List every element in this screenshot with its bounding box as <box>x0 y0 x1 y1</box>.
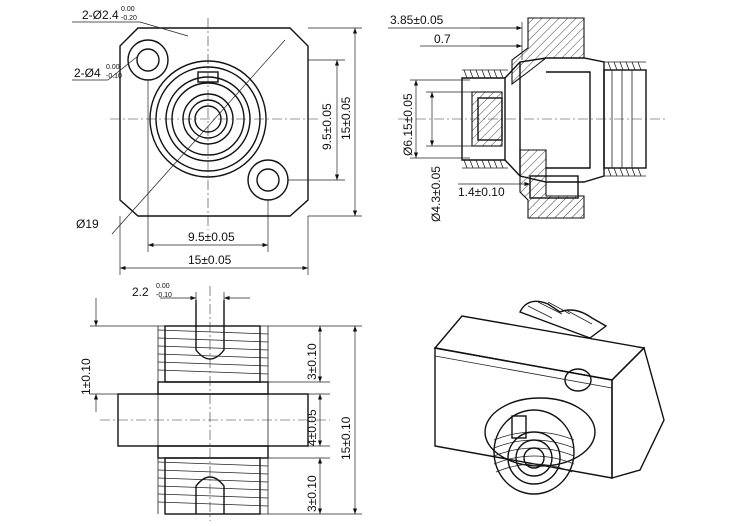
label-thread-top: 3±0.10 <box>305 343 319 380</box>
top-upper-thread-teeth <box>157 326 269 382</box>
iso-ferrule-inner <box>523 447 545 469</box>
boss-ring <box>155 66 261 172</box>
key-slot <box>197 71 219 83</box>
side-bottom-thread-teeth <box>462 159 508 169</box>
hole-bottom-right-outer <box>247 159 289 201</box>
ferrule-outer <box>182 93 234 145</box>
label-thread-bottom: 3±0.10 <box>305 475 319 512</box>
top-upper-neck <box>157 381 269 395</box>
top-lower-slot <box>195 476 225 514</box>
side-right-thread-teeth <box>604 61 646 177</box>
label-height-inner: 9.5±0.05 <box>320 103 334 150</box>
label-pin-length: 1.4±0.10 <box>458 185 505 199</box>
label-large-holes: 2-Ø4 <box>74 66 101 80</box>
front-flange-outline <box>119 27 309 217</box>
front-view <box>72 18 362 275</box>
iso-ferrule-outer <box>507 431 561 485</box>
iso-right-face <box>611 346 665 479</box>
label-offset-left: 1±0.10 <box>79 358 93 395</box>
label-flange: 4±0.05 <box>305 409 319 446</box>
label-large-holes-lower: -0.10 <box>106 73 122 80</box>
label-width-outer: 15±0.05 <box>188 253 232 267</box>
hole-top-left-inner <box>136 48 160 72</box>
ferrule-bore <box>194 105 222 133</box>
leader-small-hole-d <box>139 21 189 37</box>
top-view <box>90 286 362 521</box>
top-upper-sleeve <box>164 325 261 383</box>
label-bore-diameter: Ø6.15±0.05 <box>401 93 415 156</box>
side-section-view <box>388 17 665 219</box>
top-lower-thread-teeth <box>157 458 269 514</box>
label-small-holes: 2-Ø2.4 <box>82 8 119 22</box>
top-lower-neck <box>157 445 269 459</box>
label-slot-lower: -0.10 <box>156 292 172 299</box>
boss-outer <box>149 60 267 178</box>
leader-large-hole-d <box>107 55 139 81</box>
iso-rear-thread-lines <box>527 301 593 325</box>
label-small-holes-lower: -0.20 <box>121 15 137 22</box>
label-slot-upper: 0.00 <box>156 283 170 290</box>
side-housing-top-hatch <box>511 17 585 86</box>
side-body-inner <box>546 71 591 169</box>
side-housing-bottom-hatch <box>519 149 585 219</box>
label-offset-top: 3.85±0.05 <box>390 13 444 27</box>
iso-mount-hole <box>564 368 592 392</box>
label-slot-width: 2.2 <box>132 285 149 299</box>
iso-boss-sleeve <box>493 409 575 495</box>
iso-front-edge <box>434 355 613 389</box>
label-diameter: Ø19 <box>76 217 99 231</box>
iso-top-face <box>433 315 646 381</box>
label-small-holes-upper: 0.00 <box>121 6 135 13</box>
label-width-inner: 9.5±0.05 <box>188 230 235 244</box>
label-total-length: 15±0.10 <box>339 416 353 460</box>
label-height-outer: 15±0.05 <box>339 96 353 140</box>
boss-inner <box>165 76 251 162</box>
diameter-leader <box>111 39 286 235</box>
iso-rear-thread <box>519 300 608 339</box>
iso-ferrule-mid <box>515 439 553 477</box>
hole-bottom-right-inner <box>256 168 280 192</box>
top-lower-sleeve <box>164 457 261 515</box>
side-pin <box>529 175 579 199</box>
ferrule-inner <box>188 99 228 139</box>
isometric-view <box>433 300 665 495</box>
label-large-holes-upper: 0.00 <box>106 64 120 71</box>
label-offset-inner: 0.7 <box>434 32 451 46</box>
side-top-thread-teeth <box>462 69 508 79</box>
hole-top-left-outer <box>127 39 169 81</box>
label-pin-diameter: Ø4.3±0.05 <box>429 166 443 222</box>
iso-key-slot <box>511 415 527 439</box>
boss-core <box>171 82 245 156</box>
